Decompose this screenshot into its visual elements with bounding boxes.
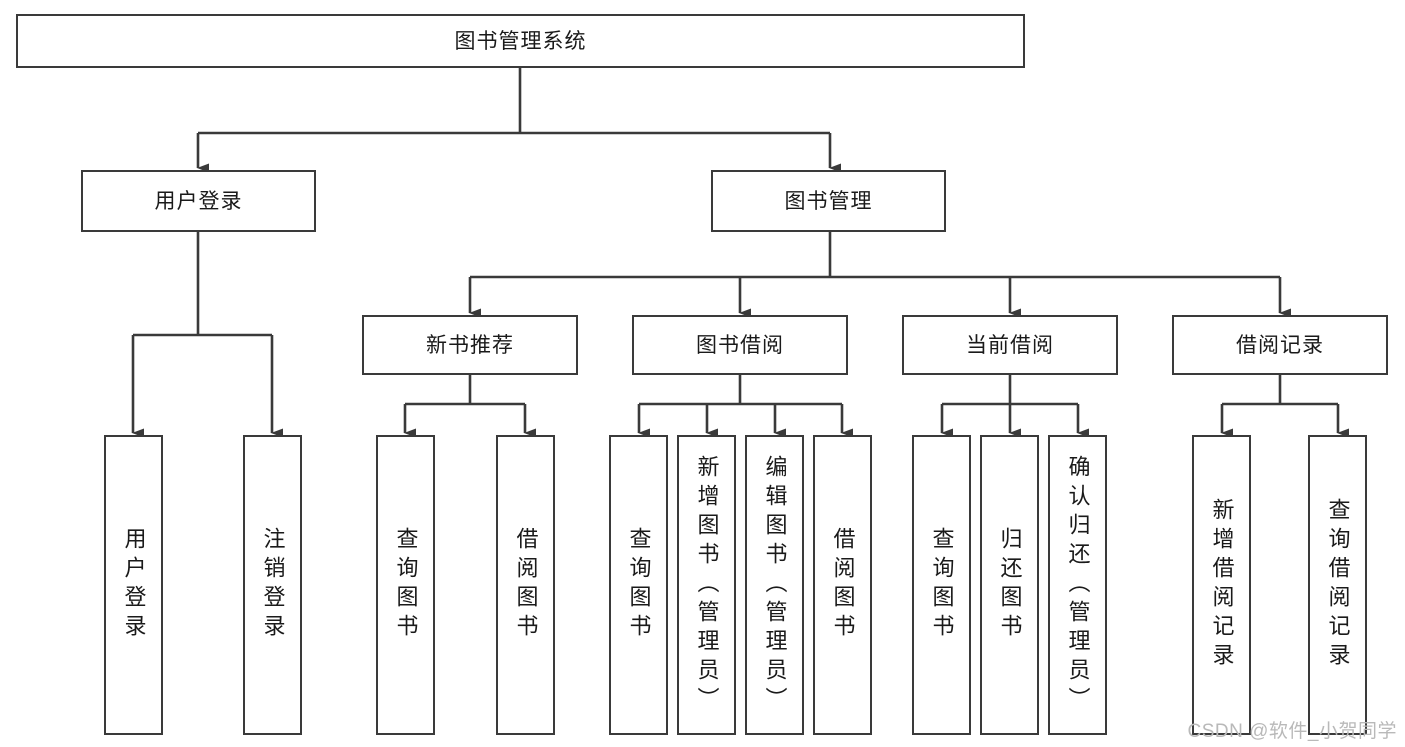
node-label: 图书管理系统 [454, 29, 587, 53]
watermark: CSDN @软件_小贺同学 [1187, 721, 1397, 742]
node-label: 注销登录 [260, 527, 286, 643]
node-label: 确认归还（管理员） [1065, 454, 1091, 716]
node-root-system[interactable]: 图书管理系统 [16, 14, 1025, 68]
leaf-query-borrow-record[interactable]: 查询借阅记录 [1308, 435, 1367, 735]
node-label: 新书推荐 [426, 333, 514, 357]
node-label: 归还图书 [997, 527, 1023, 643]
leaf-borrow-book-recommend[interactable]: 借阅图书 [496, 435, 555, 735]
leaf-logout[interactable]: 注销登录 [243, 435, 302, 735]
leaf-edit-book-admin[interactable]: 编辑图书（管理员） [745, 435, 804, 735]
node-label: 查询借阅记录 [1325, 498, 1351, 672]
node-new-book-recommend[interactable]: 新书推荐 [362, 315, 578, 375]
node-label: 借阅图书 [513, 527, 539, 643]
leaf-user-login[interactable]: 用户登录 [104, 435, 163, 735]
leaf-return-book[interactable]: 归还图书 [980, 435, 1039, 735]
leaf-query-book-recommend[interactable]: 查询图书 [376, 435, 435, 735]
node-label: 图书借阅 [696, 333, 784, 357]
node-label: 查询图书 [626, 527, 652, 643]
node-label: 图书管理 [784, 189, 873, 213]
node-label: 借阅记录 [1236, 333, 1324, 357]
node-current-borrow[interactable]: 当前借阅 [902, 315, 1118, 375]
node-label: 新增借阅记录 [1209, 498, 1235, 672]
leaf-borrow-book[interactable]: 借阅图书 [813, 435, 872, 735]
node-label: 借阅图书 [830, 527, 856, 643]
node-book-management[interactable]: 图书管理 [711, 170, 946, 232]
leaf-query-book-current[interactable]: 查询图书 [912, 435, 971, 735]
node-label: 查询图书 [929, 527, 955, 643]
leaf-add-book-admin[interactable]: 新增图书（管理员） [677, 435, 736, 735]
node-user-login[interactable]: 用户登录 [81, 170, 316, 232]
node-label: 用户登录 [121, 527, 147, 643]
node-label: 新增图书（管理员） [694, 454, 720, 716]
node-borrow-record[interactable]: 借阅记录 [1172, 315, 1388, 375]
node-label: 查询图书 [393, 527, 419, 643]
node-label: 编辑图书（管理员） [762, 454, 788, 716]
leaf-add-borrow-record[interactable]: 新增借阅记录 [1192, 435, 1251, 735]
leaf-confirm-return-admin[interactable]: 确认归还（管理员） [1048, 435, 1107, 735]
node-book-borrow[interactable]: 图书借阅 [632, 315, 848, 375]
node-label: 用户登录 [154, 189, 243, 213]
node-label: 当前借阅 [966, 333, 1054, 357]
leaf-query-book-borrow[interactable]: 查询图书 [609, 435, 668, 735]
